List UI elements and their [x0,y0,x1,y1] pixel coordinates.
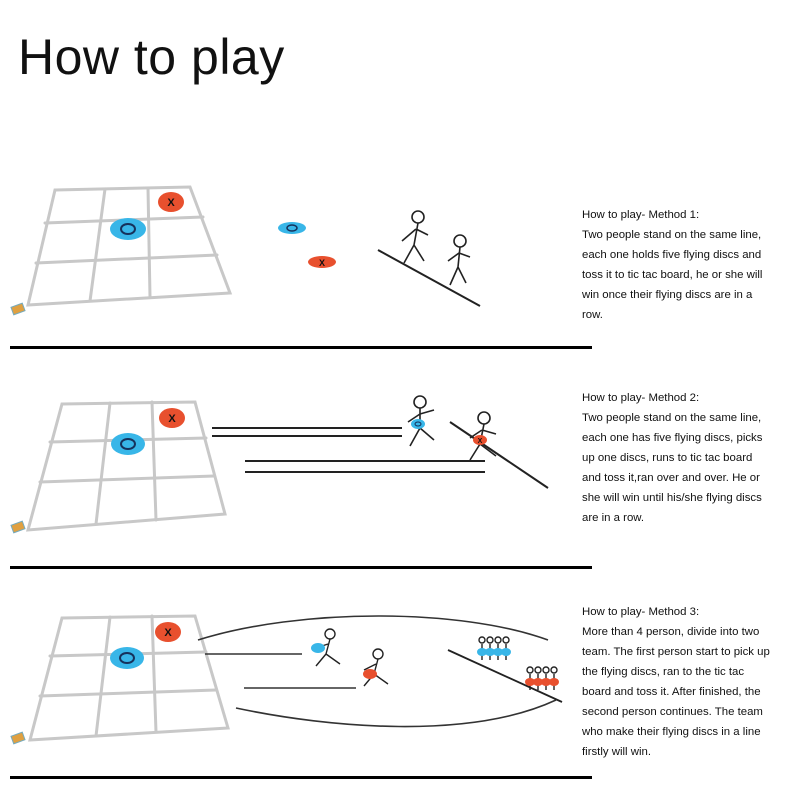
method-1-section: X X How to play- Method 1: Two people st… [0,175,800,345]
flying-blue-disc-icon [278,222,306,234]
red-disc-icon: X [159,408,185,428]
tic-tac-board [28,614,230,742]
team-blue-discs-icon [311,643,511,656]
method-2-description: How to play- Method 2: Two people stand … [582,388,794,528]
desc-line: second person continues. The team [582,706,763,718]
blue-disc-icon [110,218,146,240]
desc-line: How to play- Method 3: [582,606,700,618]
carried-blue-disc-icon [411,419,425,429]
disc-x-symbol: X [168,413,176,425]
red-disc-icon: X [158,192,184,212]
page-title: How to play [18,29,285,85]
section-divider [10,346,592,349]
disc-x-symbol: X [478,438,483,445]
desc-line: are in a row. [582,512,645,524]
curve-path [235,699,557,728]
team-red-discs-icon [363,669,559,686]
section-divider [10,776,592,779]
desc-line: and toss it,ran over and over. He or [582,472,760,484]
desc-line: team. The first person start to pick up [582,646,770,658]
desc-line: each one holds five flying discs and [582,249,762,261]
method-1-description: How to play- Method 1: Two people stand … [582,205,794,325]
desc-line: Two people stand on the same line, [582,412,762,424]
disc-x-symbol: X [319,258,325,268]
desc-line: toss it to tic tac board, he or she will [582,269,763,281]
desc-line: How to play- Method 1: [582,209,700,221]
desc-line: up one discs, runs to tic tac board [582,452,753,464]
desc-line: board and toss it. After finished, the [582,686,761,698]
blue-disc-icon [110,647,144,669]
stick-figure-players-icon [377,210,481,307]
method-3-section: X [0,590,800,775]
method-1-illustration: X X [10,185,481,316]
board-tag-icon [10,731,26,745]
tic-tac-board [26,185,233,307]
stick-figure-players-icon [407,395,549,489]
desc-line: Two people stand on the same line, [582,229,762,241]
desc-line: row. [582,309,603,321]
method-3-illustration: X [10,614,563,745]
blue-disc-icon [111,433,145,455]
section-divider [10,566,592,569]
run-paths [197,615,557,728]
curve-path [197,615,549,641]
method-2-illustration: X X [10,395,549,534]
method-2-section: X X How to play- Method 2: Two people st… [0,380,800,565]
desc-line: each one has five flying discs, picks [582,432,763,444]
stick-figure-players-icon [315,628,563,703]
flying-red-disc-icon: X [308,256,336,268]
board-tag-icon [10,520,26,534]
desc-line: How to play- Method 2: [582,392,700,404]
method-3-description: How to play- Method 3: More than 4 perso… [582,602,794,762]
red-disc-icon: X [155,622,181,642]
disc-x-symbol: X [164,627,172,639]
desc-line: More than 4 person, divide into two [582,626,760,638]
board-tag-icon [10,302,26,316]
disc-x-symbol: X [167,197,175,209]
run-arrows [212,427,485,473]
desc-line: she will win until his/she flying discs [582,492,762,504]
tic-tac-board [25,400,227,532]
desc-line: who make their flying discs in a line [582,726,761,738]
desc-line: the flying discs, ran to the tic tac [582,666,745,678]
desc-line: win once their flying discs are in a [582,289,753,301]
carried-red-disc-icon: X [473,435,487,445]
desc-line: firstly will win. [582,746,651,758]
